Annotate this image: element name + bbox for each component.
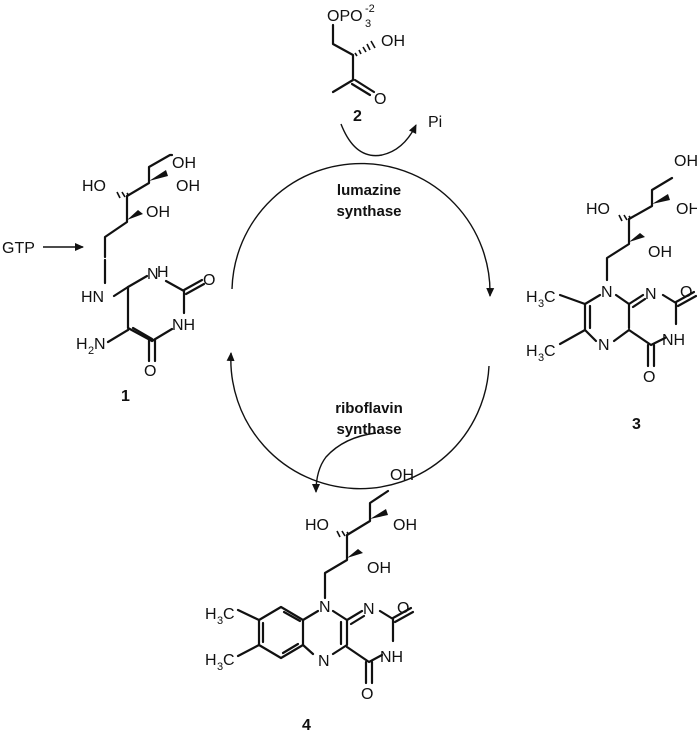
compound-2: OPO 3 -2 OH O 2 bbox=[327, 3, 405, 125]
svg-text:C: C bbox=[544, 343, 556, 360]
svg-text:O: O bbox=[361, 686, 373, 703]
svg-text:OH: OH bbox=[674, 153, 697, 170]
lumazine-synthase-arc bbox=[231, 162, 495, 297]
compound-4-number: 4 bbox=[302, 717, 311, 734]
svg-text:3: 3 bbox=[538, 298, 544, 310]
svg-text:C: C bbox=[223, 652, 235, 669]
svg-text:O: O bbox=[397, 600, 409, 617]
svg-text:O: O bbox=[643, 369, 655, 386]
svg-text:C: C bbox=[223, 606, 235, 623]
compound-1-number: 1 bbox=[121, 388, 130, 405]
lumazine-synthase-label: synthase bbox=[336, 203, 401, 220]
gtp-label: GTP bbox=[2, 240, 35, 257]
compound-2-number: 2 bbox=[353, 108, 362, 125]
svg-text:H: H bbox=[526, 289, 538, 306]
catalytic-cycle bbox=[43, 123, 495, 493]
svg-text:OH: OH bbox=[381, 33, 405, 50]
svg-text:H: H bbox=[76, 336, 88, 353]
svg-text:N: N bbox=[319, 599, 331, 616]
compound-3-number: 3 bbox=[632, 416, 641, 433]
svg-text:HO: HO bbox=[305, 517, 329, 534]
svg-text:3: 3 bbox=[365, 18, 371, 30]
svg-text:N: N bbox=[147, 266, 159, 283]
svg-text:3: 3 bbox=[538, 352, 544, 364]
svg-text:OH: OH bbox=[172, 155, 196, 172]
riboflavin-label: riboflavin bbox=[335, 400, 403, 417]
svg-text:HN: HN bbox=[81, 289, 104, 306]
svg-text:NH: NH bbox=[380, 649, 403, 666]
svg-text:O: O bbox=[144, 363, 156, 380]
svg-text:OH: OH bbox=[390, 467, 414, 484]
svg-text:H: H bbox=[526, 343, 538, 360]
svg-text:N: N bbox=[598, 337, 610, 354]
compound-3: OH HO OH OH N N N O NH O H 3 C H 3 C 3 bbox=[526, 153, 697, 433]
svg-text:H: H bbox=[157, 264, 169, 281]
svg-text:O: O bbox=[374, 91, 386, 108]
svg-text:3: 3 bbox=[217, 615, 223, 627]
svg-text:O: O bbox=[680, 284, 692, 301]
svg-text:OH: OH bbox=[176, 178, 200, 195]
svg-text:3: 3 bbox=[217, 661, 223, 673]
svg-text:OH: OH bbox=[367, 560, 391, 577]
svg-text:OH: OH bbox=[676, 201, 697, 218]
svg-text:N: N bbox=[94, 336, 106, 353]
riboflavin-synthase-arc bbox=[226, 352, 490, 490]
lumazine-label: lumazine bbox=[337, 182, 401, 199]
svg-text:H: H bbox=[205, 652, 217, 669]
pi-label: Pi bbox=[428, 114, 442, 131]
svg-text:N: N bbox=[601, 284, 613, 301]
svg-text:HO: HO bbox=[586, 201, 610, 218]
svg-text:-2: -2 bbox=[365, 3, 375, 15]
svg-text:OH: OH bbox=[648, 244, 672, 261]
svg-text:N: N bbox=[318, 653, 330, 670]
compound-4: OH HO OH OH N N N O NH O H 3 C H 3 C 4 bbox=[205, 467, 417, 734]
svg-text:OH: OH bbox=[146, 204, 170, 221]
riboflavin-synthase-label: synthase bbox=[336, 421, 401, 438]
svg-text:O: O bbox=[203, 272, 215, 289]
svg-text:OH: OH bbox=[393, 517, 417, 534]
svg-text:2: 2 bbox=[88, 345, 94, 357]
svg-text:N: N bbox=[645, 286, 657, 303]
compound-1: HO OH OH OH HN N H O NH O H 2 N 1 bbox=[76, 153, 215, 405]
svg-text:C: C bbox=[544, 289, 556, 306]
phosphate-release-arrow bbox=[340, 123, 417, 157]
svg-text:OPO: OPO bbox=[327, 8, 363, 25]
svg-text:NH: NH bbox=[662, 332, 685, 349]
svg-text:N: N bbox=[363, 601, 375, 618]
svg-text:HO: HO bbox=[82, 178, 106, 195]
svg-text:NH: NH bbox=[172, 317, 195, 334]
svg-text:H: H bbox=[205, 606, 217, 623]
riboflavin-output-arrow bbox=[312, 432, 377, 493]
